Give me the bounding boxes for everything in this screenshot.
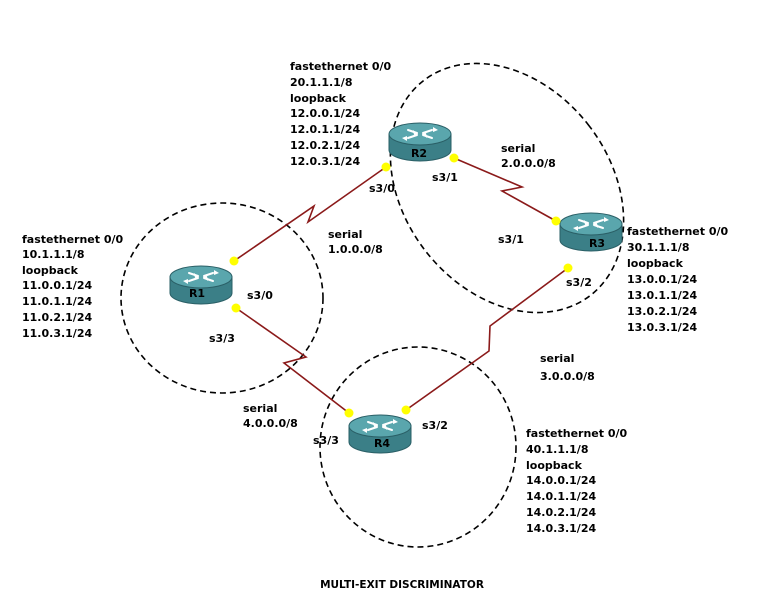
r3-addr-line: 13.0.3.1/24 bbox=[627, 321, 697, 334]
port-label-r1-s3-0: s3/0 bbox=[247, 289, 273, 302]
router-r4[interactable]: R4 bbox=[348, 414, 412, 454]
r2-addr-line: 12.0.1.1/24 bbox=[290, 123, 360, 136]
port-label-r2-s3-0: s3/0 bbox=[369, 182, 395, 195]
port-dot-r4-s3-2 bbox=[401, 405, 411, 415]
link-label-r1-r2-network: 1.0.0.0/8 bbox=[328, 243, 383, 256]
router-r2[interactable]: R2 bbox=[388, 122, 452, 162]
port-dot-r2-s3-1 bbox=[449, 153, 459, 163]
r2-addr-line: 12.0.3.1/24 bbox=[290, 155, 360, 168]
router-r3-label: R3 bbox=[589, 237, 605, 250]
port-dot-r1-s3-3 bbox=[231, 303, 241, 313]
link-label-r2-r3-network: 2.0.0.0/8 bbox=[501, 157, 556, 170]
link-r1-r4 bbox=[235, 307, 350, 414]
r2-address-block: fastethernet 0/0 20.1.1.1/8 loopback 12.… bbox=[290, 60, 392, 168]
port-label-r4-s3-2: s3/2 bbox=[422, 419, 448, 432]
r4-addr-line: 14.0.3.1/24 bbox=[526, 522, 596, 535]
router-r2-label: R2 bbox=[411, 147, 427, 160]
as-boundary-r1 bbox=[120, 202, 324, 394]
r1-addr-line: 11.0.3.1/24 bbox=[22, 327, 92, 340]
port-dot-r1-s3-0 bbox=[229, 256, 239, 266]
router-r1[interactable]: R1 bbox=[169, 265, 233, 305]
port-label-r2-s3-1: s3/1 bbox=[432, 171, 458, 184]
link-label-r3-r4-network: 3.0.0.0/8 bbox=[540, 370, 595, 383]
link-r2-r3 bbox=[453, 157, 557, 222]
port-label-r1-s3-3: s3/3 bbox=[209, 332, 235, 345]
r1-addr-line: 11.0.1.1/24 bbox=[22, 295, 92, 308]
router-r1-label: R1 bbox=[189, 287, 205, 300]
r4-addr-line: 14.0.0.1/24 bbox=[526, 474, 596, 487]
r1-addr-line: 11.0.0.1/24 bbox=[22, 279, 92, 292]
r1-address-block: fastethernet 0/0 10.1.1.1/8 loopback 11.… bbox=[22, 233, 124, 340]
r4-addr-line: loopback bbox=[526, 459, 583, 472]
router-r4-label: R4 bbox=[374, 437, 390, 450]
link-label-r1-r4-type: serial bbox=[243, 402, 277, 415]
diagram-title: MULTI-EXIT DISCRIMINATOR bbox=[320, 579, 484, 591]
r3-address-block: fastethernet 0/0 30.1.1.1/8 loopback 13.… bbox=[627, 225, 729, 334]
r1-addr-line: fastethernet 0/0 bbox=[22, 233, 124, 246]
port-dot-r3-s3-1 bbox=[551, 216, 561, 226]
r2-addr-line: 12.0.2.1/24 bbox=[290, 139, 360, 152]
r4-address-block: fastethernet 0/0 40.1.1.1/8 loopback 14.… bbox=[526, 427, 628, 535]
r3-addr-line: 13.0.0.1/24 bbox=[627, 273, 697, 286]
as-boundary-r2-r3 bbox=[389, 62, 625, 314]
link-label-r1-r4-network: 4.0.0.0/8 bbox=[243, 417, 298, 430]
r2-addr-line: 20.1.1.1/8 bbox=[290, 76, 352, 89]
r1-addr-line: 10.1.1.1/8 bbox=[22, 248, 84, 261]
r3-addr-line: loopback bbox=[627, 257, 684, 270]
r4-addr-line: 14.0.1.1/24 bbox=[526, 490, 596, 503]
r3-addr-line: 30.1.1.1/8 bbox=[627, 241, 689, 254]
r1-addr-line: 11.0.2.1/24 bbox=[22, 311, 92, 324]
r3-addr-line: 13.0.1.1/24 bbox=[627, 289, 697, 302]
r2-addr-line: 12.0.0.1/24 bbox=[290, 107, 360, 120]
r3-addr-line: 13.0.2.1/24 bbox=[627, 305, 697, 318]
link-r1-r2 bbox=[233, 166, 387, 262]
as-boundary-r4 bbox=[319, 346, 517, 548]
link-label-r2-r3-type: serial bbox=[501, 142, 535, 155]
r2-addr-line: loopback bbox=[290, 92, 347, 105]
r1-addr-line: loopback bbox=[22, 264, 79, 277]
link-label-r3-r4-type: serial bbox=[540, 352, 574, 365]
r2-addr-line: fastethernet 0/0 bbox=[290, 60, 392, 73]
r4-addr-line: fastethernet 0/0 bbox=[526, 427, 628, 440]
port-dot-r4-s3-3 bbox=[344, 408, 354, 418]
port-label-r4-s3-3: s3/3 bbox=[313, 434, 339, 447]
port-label-r3-s3-1: s3/1 bbox=[498, 233, 524, 246]
r3-addr-line: fastethernet 0/0 bbox=[627, 225, 729, 238]
router-r3[interactable]: R3 bbox=[559, 212, 623, 252]
port-dot-r2-s3-0 bbox=[381, 162, 391, 172]
link-label-r1-r2-type: serial bbox=[328, 228, 362, 241]
link-r3-r4 bbox=[405, 267, 569, 411]
r4-addr-line: 40.1.1.1/8 bbox=[526, 443, 588, 456]
port-label-r3-s3-2: s3/2 bbox=[566, 276, 592, 289]
port-dot-r3-s3-2 bbox=[563, 263, 573, 273]
r4-addr-line: 14.0.2.1/24 bbox=[526, 506, 596, 519]
